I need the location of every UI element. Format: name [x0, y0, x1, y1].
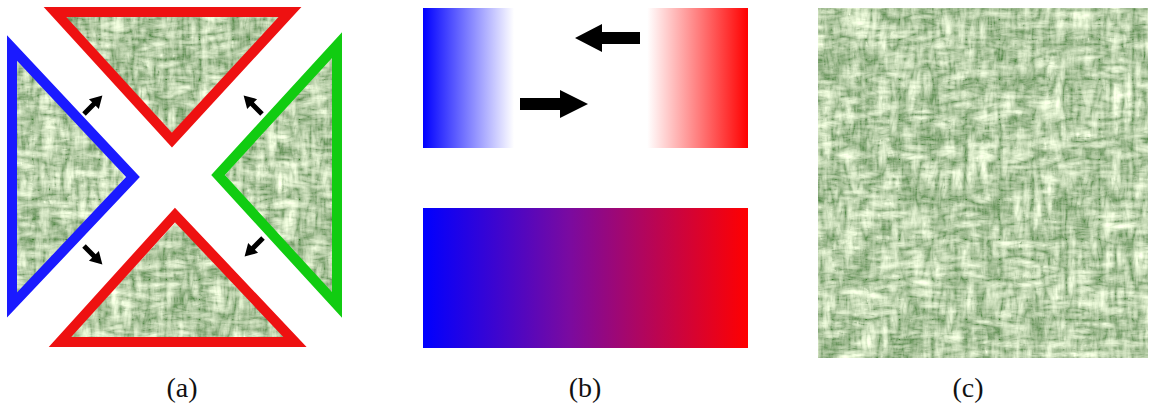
green-triangle [218, 45, 337, 305]
flow-arrows [79, 91, 268, 270]
red-triangle [60, 215, 295, 342]
blue-triangle [12, 48, 133, 305]
grass-patch [215, 40, 345, 310]
arrow [575, 24, 640, 52]
fading-gradient [423, 8, 748, 148]
arrow [239, 91, 267, 119]
grass-patch [55, 210, 295, 345]
blended-gradient [423, 208, 748, 348]
arrow [79, 91, 107, 119]
red-triangle [55, 12, 290, 140]
panel-label: (b) [569, 372, 602, 404]
arrow [79, 241, 107, 269]
grass-texture [818, 8, 1148, 358]
arrow [520, 90, 588, 118]
panel-label: (a) [166, 372, 197, 404]
patch-triangles [10, 10, 345, 345]
panel-label: (c) [952, 372, 983, 404]
arrow [240, 233, 268, 261]
